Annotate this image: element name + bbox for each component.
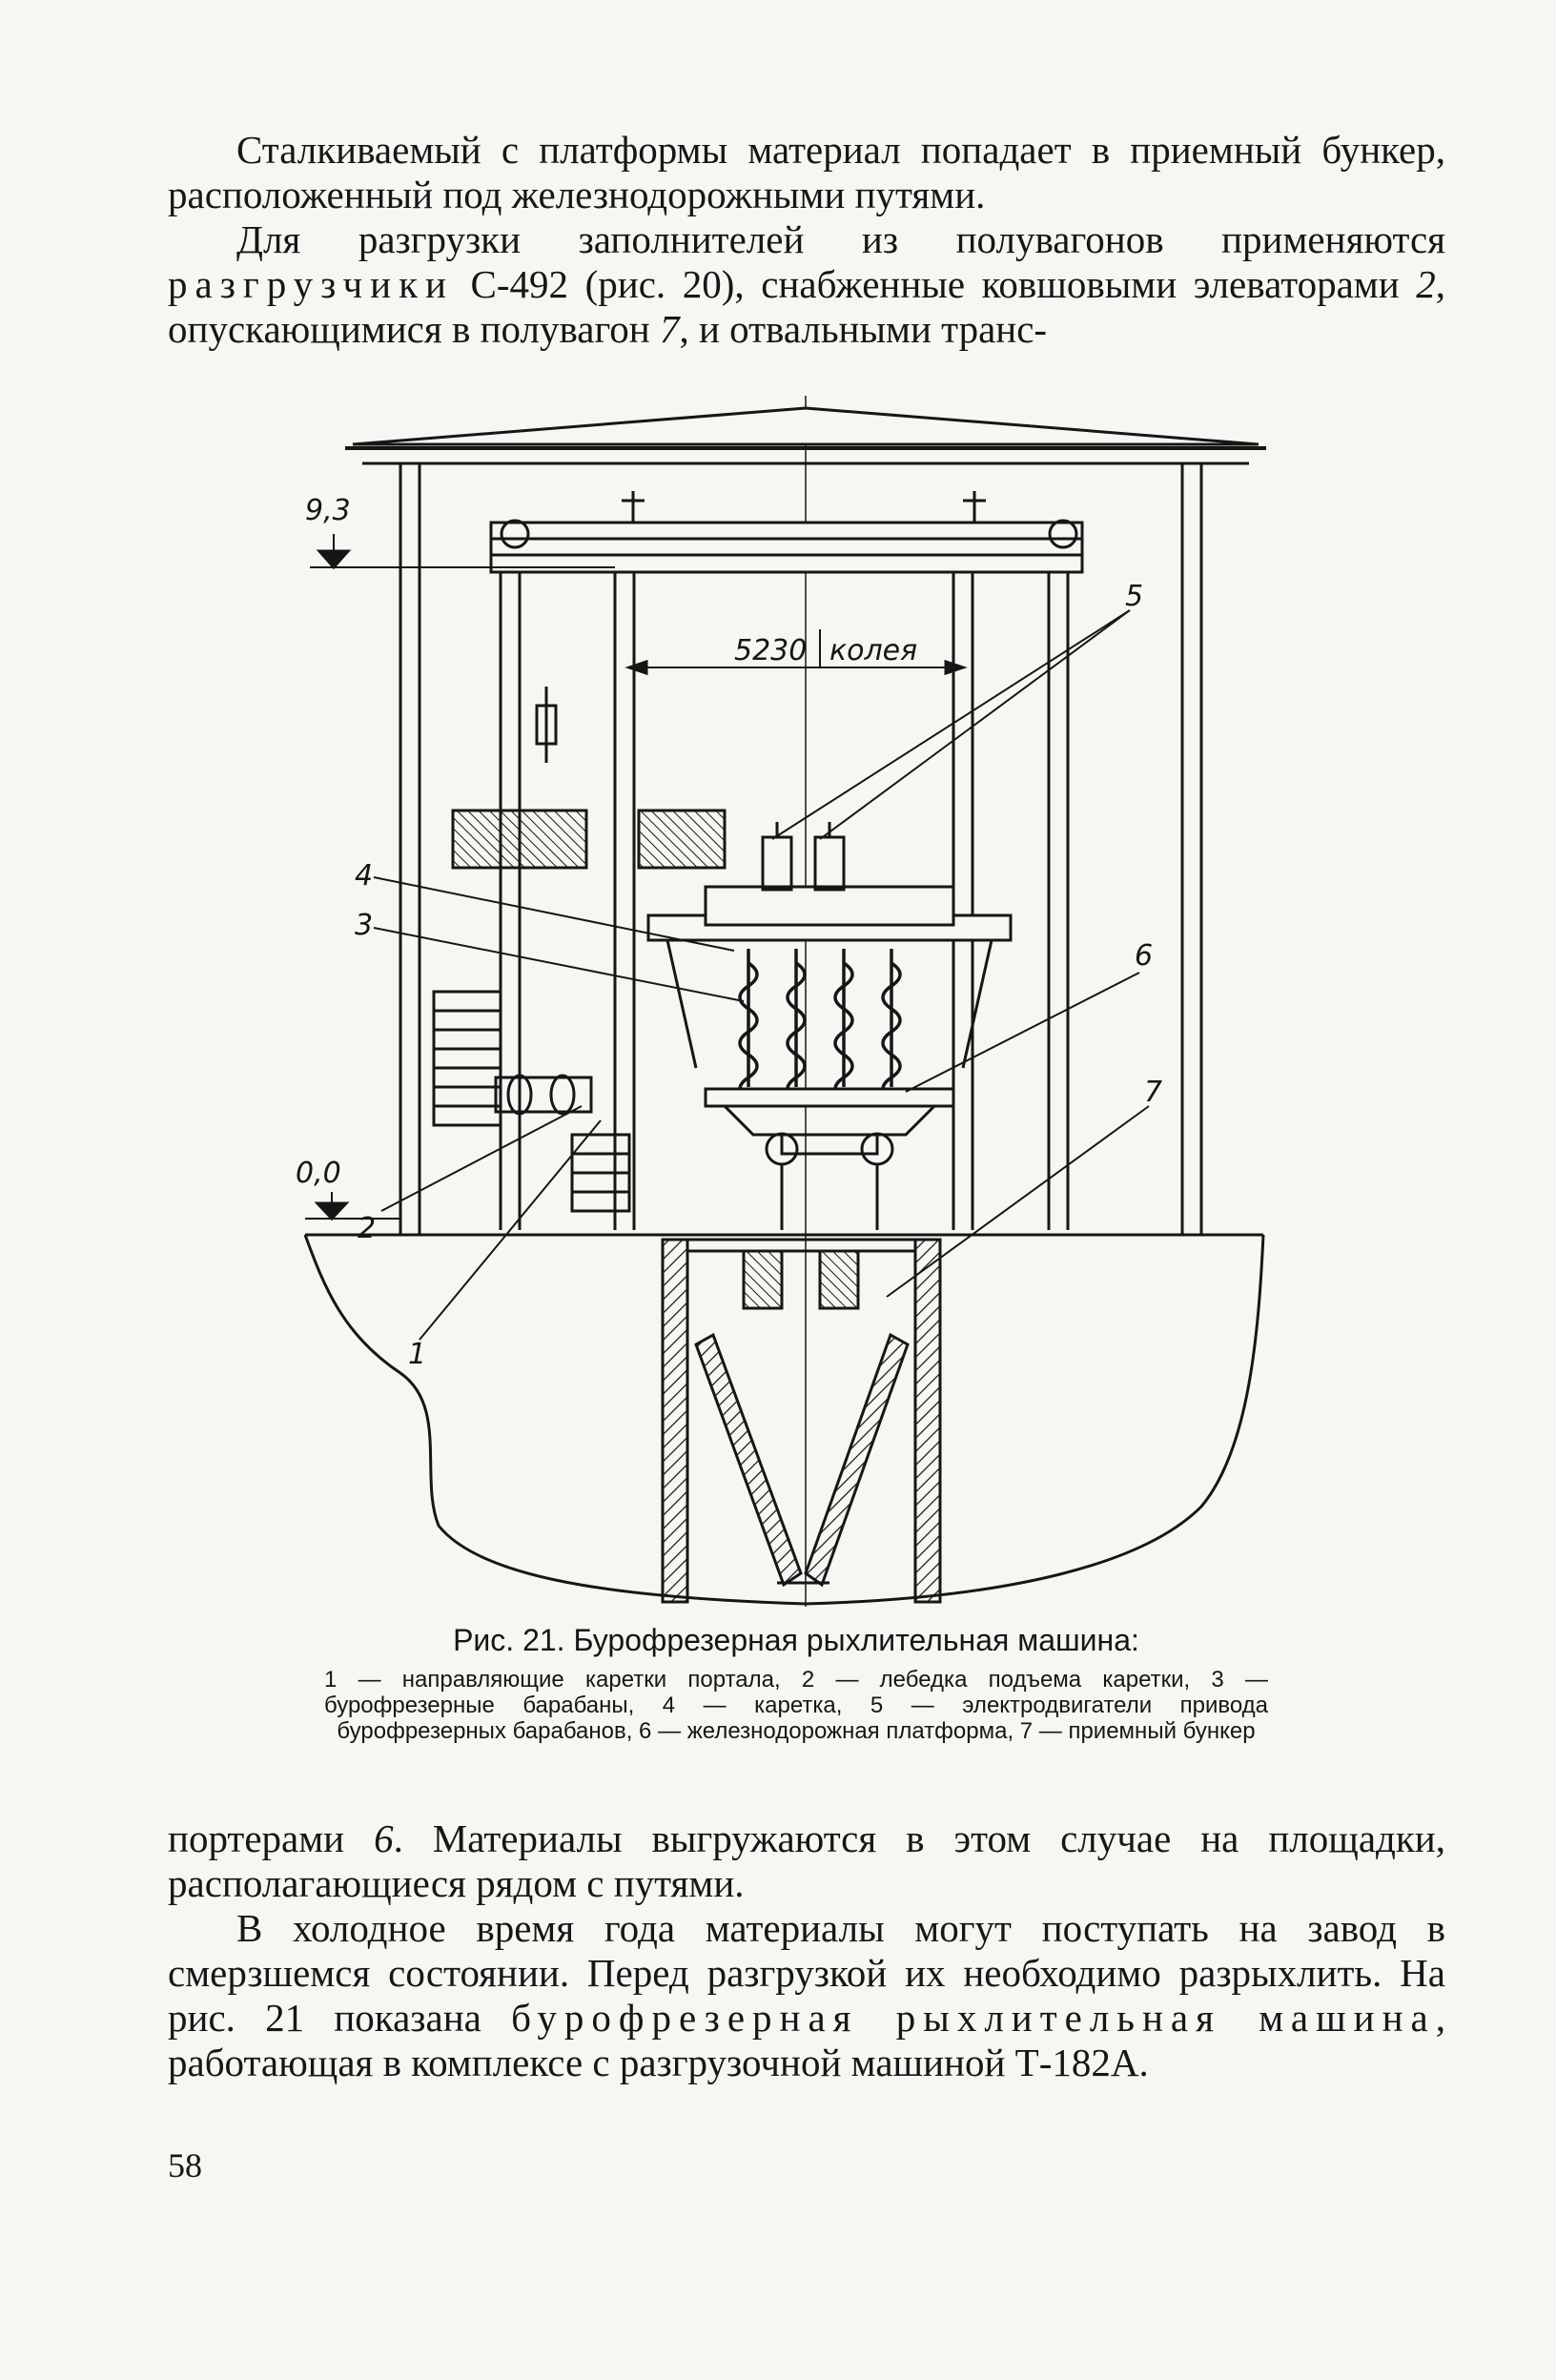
gauge-dimension [624, 629, 968, 676]
callout-4: 4 [355, 859, 373, 892]
level-marks [305, 534, 615, 1221]
callout-7: 7 [1144, 1076, 1162, 1109]
text-top: Сталкиваемый с платформы материал попада… [168, 128, 1445, 352]
machine-drawing: 9,3 0,0 5230 колея 4 3 5 6 7 2 1 [296, 396, 1266, 1607]
callout-5: 5 [1125, 580, 1143, 613]
receiving-bunker [661, 1238, 942, 1604]
paragraph-3-text-a: портерами [168, 1816, 375, 1860]
paragraph-4-text-b: , работающая в комплексе с разгрузочной … [168, 1996, 1445, 2084]
paragraph-1: Сталкиваемый с платформы материал попада… [168, 128, 1445, 216]
callout-6: 6 [1135, 939, 1153, 973]
page-number: 58 [168, 2146, 202, 2185]
carriage [646, 822, 1013, 1069]
paragraph-2-text-c: , опускающимися в полувагон [168, 262, 1445, 351]
paragraph-4-text-a: В холодное время года материалы могут по… [168, 1906, 1445, 2040]
paragraph-3-ref-6: 6 [374, 1816, 394, 1860]
paragraph-4: В холодное время года материалы могут по… [168, 1906, 1445, 2085]
paragraph-3: портерами 6. Материалы выгружаются в это… [168, 1816, 1445, 1906]
paragraph-2-spaced-term: разгрузчики [168, 262, 454, 306]
figure-21-drawing: 9,3 0,0 5230 колея 4 3 5 6 7 2 1 [286, 381, 1278, 1611]
callout-2: 2 [358, 1212, 376, 1245]
paragraph-2-text-b: С-492 (рис. 20), снабженные ковшовыми эл… [453, 262, 1417, 306]
callout-3: 3 [355, 909, 373, 942]
drill-drums [738, 949, 902, 1102]
dimension-label: колея [829, 634, 917, 667]
caption-title: Рис. 21. Бурофрезерная рыхлительная маши… [453, 1623, 1139, 1657]
top-beam [489, 491, 1084, 574]
level-label-bottom: 0,0 [296, 1157, 341, 1190]
paragraph-4-spaced-term: бурофрезерная рыхлительная машина [511, 1996, 1436, 2040]
callout-1: 1 [408, 1338, 426, 1371]
paragraph-3-text-b: . Материалы выгружаются в этом случае на… [168, 1816, 1445, 1905]
callout-leaders [373, 609, 1150, 1341]
caption-legend: 1 — направляющие каретки портала, 2 — ле… [324, 1667, 1268, 1744]
paragraph-2-ref-7: 7 [659, 307, 680, 351]
figure-caption: Рис. 21. Бурофрезерная рыхлительная маши… [324, 1621, 1268, 1744]
text-bottom: портерами 6. Материалы выгружаются в это… [168, 1816, 1445, 2085]
paragraph-2: Для разгрузки заполнителей из полувагоно… [168, 217, 1445, 352]
level-label-top: 9,3 [305, 494, 351, 527]
paragraph-2-ref-2: 2 [1416, 262, 1436, 306]
portal-roof [345, 396, 1266, 1607]
paragraph-2-text-a: Для разгрузки заполнителей из полувагоно… [236, 217, 1445, 261]
railway-platform [704, 1087, 955, 1230]
paragraph-2-text-d: , и отвальными транс- [679, 307, 1048, 351]
dimension-value: 5230 [734, 634, 807, 667]
winch [432, 687, 727, 1213]
